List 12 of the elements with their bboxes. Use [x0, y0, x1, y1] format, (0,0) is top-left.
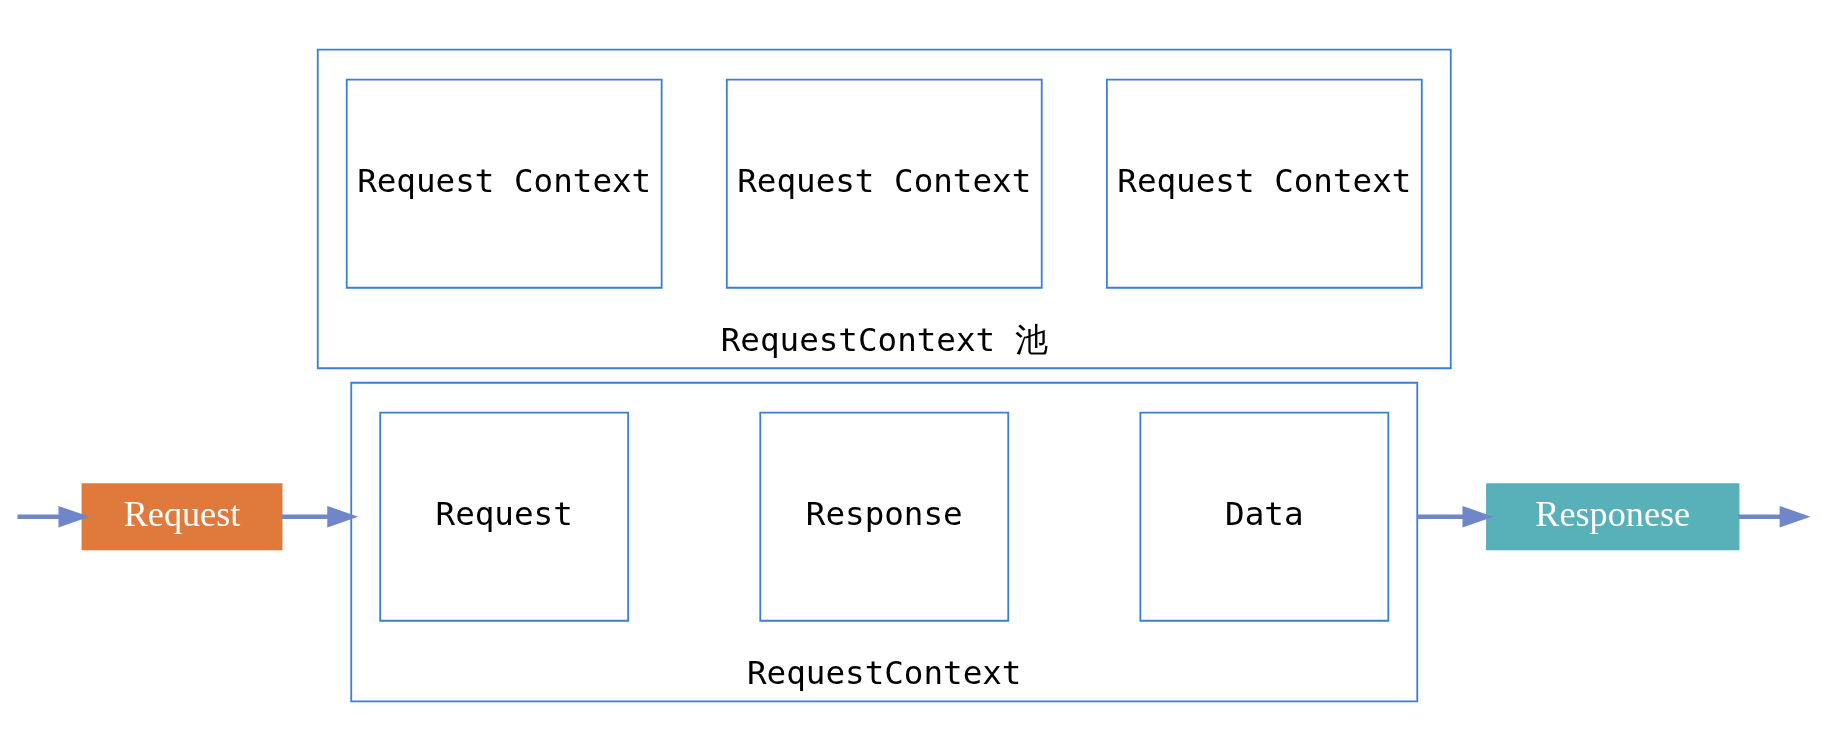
node-box: Request Context [345, 78, 663, 289]
node-box: Request [81, 483, 283, 551]
arrow [282, 505, 359, 528]
arrow [1417, 505, 1494, 528]
node-box: Request [379, 411, 630, 622]
node-box: Responese [1486, 483, 1740, 551]
node-box: Response [759, 411, 1010, 622]
arrow [1738, 505, 1811, 528]
arrow [17, 505, 90, 528]
node-box: Data [1139, 411, 1390, 622]
node-box: Request Context [1105, 78, 1423, 289]
node-box: Request Context [725, 78, 1043, 289]
